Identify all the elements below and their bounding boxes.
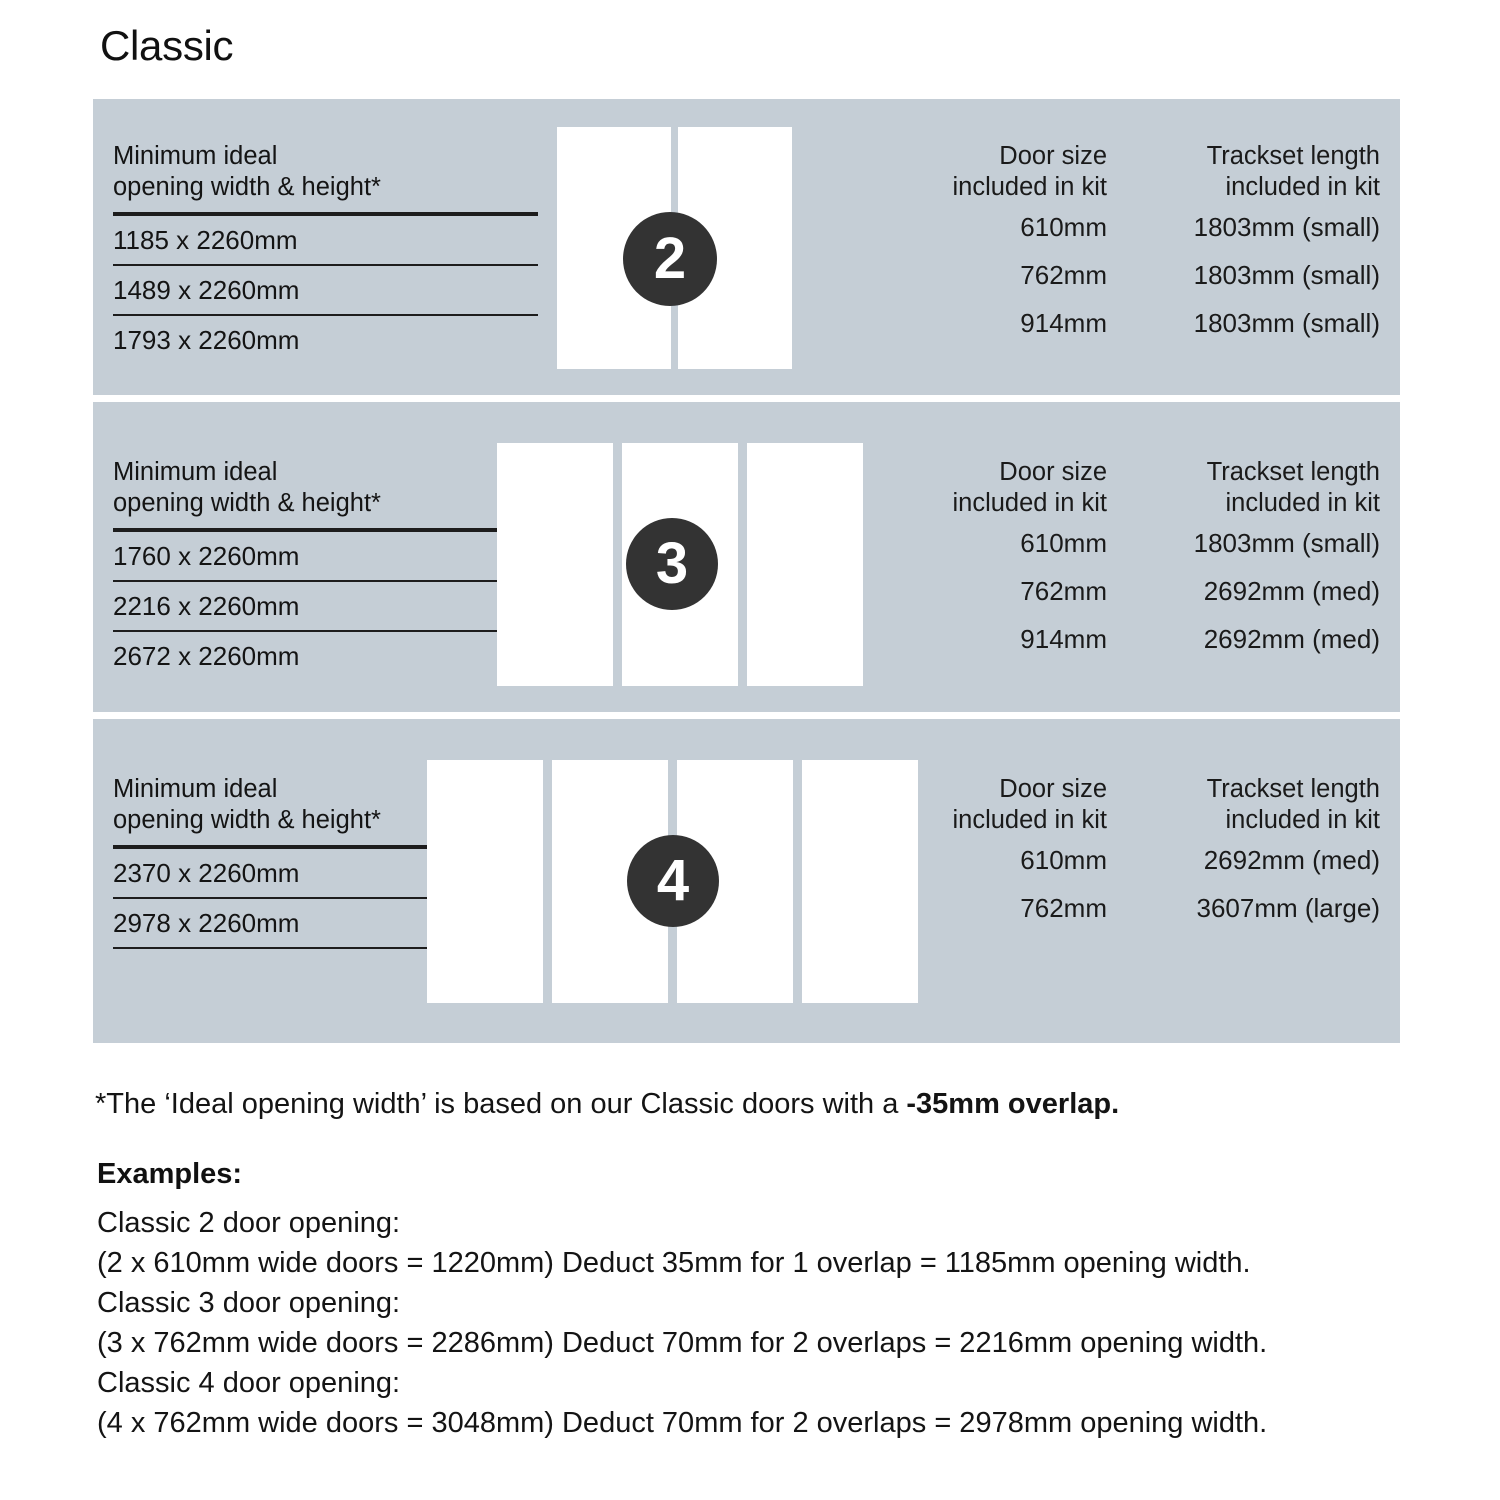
table-rule [113,897,443,899]
trackset-row: 1803mm (small) [1193,308,1380,338]
door-size-row: 914mm [1020,624,1107,654]
opening-size-header: Minimum ideal opening width & height* [113,775,381,834]
door-size-column: Door size included in kit 610mm 762mm 91… [807,457,1107,663]
door-size-row: 610mm [1020,212,1107,242]
opening-size-row: 2978 x 2260mm [113,908,300,938]
opening-size-table-4: Minimum ideal opening width & height* 23… [113,774,443,949]
opening-size-row: 1489 x 2260mm [113,275,300,305]
table-rule [113,264,538,266]
example-line: Classic 2 door opening: [97,1207,401,1239]
trackset-row: 2692mm (med) [1203,845,1380,875]
door-size-header: Door size included in kit [952,142,1107,201]
door-size-row: 762mm [1020,260,1107,290]
opening-size-row: 2216 x 2260mm [113,591,300,621]
trackset-column: Trackset length included in kit 1803mm (… [1107,141,1380,347]
footnote-text: *The ‘Ideal opening width’ is based on o… [95,1088,907,1120]
examples-heading: Examples: [97,1158,243,1190]
opening-size-header: Minimum ideal opening width & height* [113,142,381,201]
sizing-panel: Minimum ideal opening width & height* 11… [93,99,1400,1043]
table-rule-head [113,528,503,532]
door-count-badge-4: 4 [627,835,719,927]
section-3-door: Minimum ideal opening width & height* 17… [93,402,1400,712]
footnote-emphasis: -35mm overlap. [906,1088,1120,1120]
trackset-row: 1803mm (small) [1193,528,1380,558]
section-divider-1 [93,395,1400,402]
trackset-column: Trackset length included in kit 2692mm (… [1107,774,1380,932]
door-size-column: Door size included in kit 610mm 762mm [807,774,1107,932]
kit-table-4: Door size included in kit 610mm 762mm Tr… [807,774,1380,932]
table-rule [113,630,503,632]
door-count-badge-3: 3 [626,518,718,610]
section-2-door: Minimum ideal opening width & height* 11… [93,99,1400,395]
door-panel [747,443,863,686]
page-title: Classic [100,22,234,69]
trackset-header: Trackset length included in kit [1206,775,1380,834]
door-size-row: 610mm [1020,528,1107,558]
table-rule-close [113,947,443,949]
door-count-value: 2 [653,226,687,291]
trackset-column: Trackset length included in kit 1803mm (… [1107,457,1380,663]
opening-size-header: Minimum ideal opening width & height* [113,458,381,517]
kit-table-2: Door size included in kit 610mm 762mm 91… [807,141,1380,347]
door-panel [497,443,613,686]
trackset-row: 3607mm (large) [1196,893,1380,923]
table-rule-head [113,212,538,216]
opening-size-row: 2370 x 2260mm [113,858,300,888]
door-size-header: Door size included in kit [952,458,1107,517]
trackset-row: 1803mm (small) [1193,260,1380,290]
opening-size-table-2: Minimum ideal opening width & height* 11… [113,141,538,364]
door-panel [802,760,918,1003]
examples-list: Classic 2 door opening: (2 x 610mm wide … [97,1203,1457,1443]
door-size-column: Door size included in kit 610mm 762mm 91… [807,141,1107,347]
door-count-value: 3 [655,531,689,596]
door-size-row: 762mm [1020,893,1107,923]
trackset-row: 1803mm (small) [1193,212,1380,242]
trackset-row: 2692mm (med) [1203,576,1380,606]
door-size-row: 914mm [1020,308,1107,338]
table-rule [113,580,503,582]
trackset-header: Trackset length included in kit [1206,458,1380,517]
opening-size-row: 2672 x 2260mm [113,641,300,671]
trackset-header: Trackset length included in kit [1206,142,1380,201]
table-rule-head [113,845,443,849]
door-size-row: 610mm [1020,845,1107,875]
trackset-row: 2692mm (med) [1203,624,1380,654]
footnote: *The ‘Ideal opening width’ is based on o… [95,1086,1435,1122]
opening-size-table-3: Minimum ideal opening width & height* 17… [113,457,503,680]
section-divider-2 [93,712,1400,719]
example-line: Classic 4 door opening: [97,1367,401,1399]
door-count-badge-2: 2 [623,212,717,306]
example-line: (2 x 610mm wide doors = 1220mm) Deduct 3… [97,1247,1251,1279]
table-rule [113,314,538,316]
door-count-value: 4 [656,848,690,913]
door-size-header: Door size included in kit [952,775,1107,834]
kit-table-3: Door size included in kit 610mm 762mm 91… [807,457,1380,663]
section-4-door: Minimum ideal opening width & height* 23… [93,719,1400,1043]
example-line: (4 x 762mm wide doors = 3048mm) Deduct 7… [97,1407,1268,1439]
opening-size-row: 1185 x 2260mm [113,225,298,255]
opening-size-row: 1760 x 2260mm [113,541,300,571]
opening-size-row: 1793 x 2260mm [113,325,300,355]
door-size-row: 762mm [1020,576,1107,606]
example-line: Classic 3 door opening: [97,1287,401,1319]
door-panel [427,760,543,1003]
example-line: (3 x 762mm wide doors = 2286mm) Deduct 7… [97,1327,1268,1359]
